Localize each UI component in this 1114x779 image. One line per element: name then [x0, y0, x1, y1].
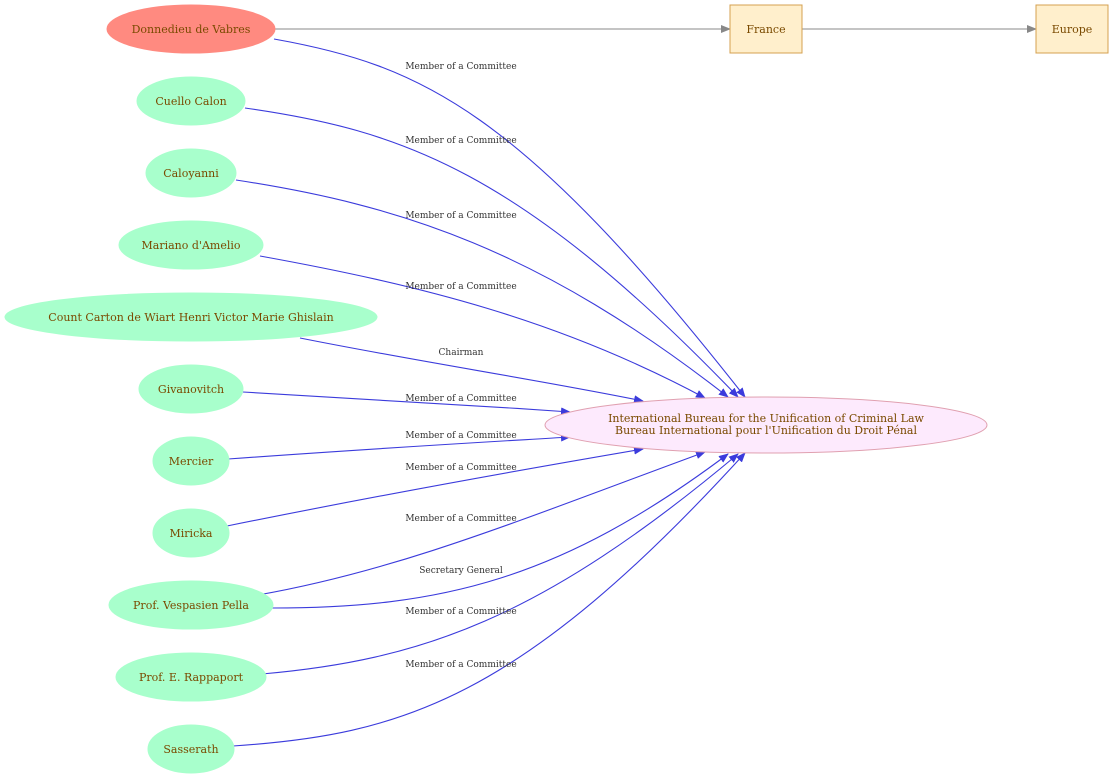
- edge-rappaport-bureau: [261, 453, 739, 675]
- node-miricka[interactable]: Miricka: [152, 508, 230, 558]
- node-sasserath[interactable]: Sasserath: [147, 724, 235, 774]
- node-rappaport[interactable]: Prof. E. Rappaport: [115, 652, 267, 702]
- node-label: Caloyanni: [163, 167, 219, 180]
- edge-label-mercier: Member of a Committee: [405, 431, 516, 441]
- node-label-line1: International Bureau for the Unification…: [608, 412, 924, 425]
- edge-label-rappaport: Member of a Committee: [405, 607, 516, 617]
- node-label: Mercier: [169, 455, 214, 468]
- node-mercier[interactable]: Mercier: [152, 436, 230, 486]
- edges: [226, 25, 1037, 747]
- edge-label-carton: Chairman: [439, 348, 484, 358]
- node-shape: [115, 652, 267, 702]
- edge-label-miricka: Member of a Committee: [405, 463, 516, 473]
- node-europe[interactable]: Europe: [1035, 4, 1109, 54]
- edge-givanovitch-bureau: [242, 391, 571, 416]
- node-shape: [136, 76, 246, 126]
- edge-label-cuello: Member of a Committee: [405, 136, 516, 146]
- node-givanovitch[interactable]: Givanovitch: [138, 364, 244, 414]
- edge-mercier-bureau: [227, 433, 571, 460]
- node-shape: [4, 292, 378, 342]
- node-carton[interactable]: Count Carton de Wiart Henri Victor Marie…: [4, 292, 378, 342]
- node-label-line2: Bureau International pour l'Unification …: [615, 424, 917, 437]
- node-shape: [152, 436, 230, 486]
- node-pella[interactable]: Prof. Vespasien Pella: [108, 580, 274, 630]
- node-donnedieu[interactable]: Donnedieu de Vabres: [106, 4, 276, 54]
- node-label: Givanovitch: [158, 383, 224, 396]
- edge-label-pella-member: Member of a Committee: [405, 514, 516, 524]
- edge-labels: Member of a Committee Member of a Commit…: [405, 62, 516, 670]
- node-cuello[interactable]: Cuello Calon: [136, 76, 246, 126]
- node-mariano[interactable]: Mariano d'Amelio: [118, 220, 264, 270]
- node-shape: [138, 364, 244, 414]
- edge-caloyanni-bureau: [235, 179, 729, 398]
- node-shape: [544, 396, 988, 454]
- node-shape: [106, 4, 276, 54]
- edge-miricka-bureau: [226, 446, 644, 527]
- node-shape: [1035, 4, 1109, 54]
- node-shape: [152, 508, 230, 558]
- edge-pella-member-bureau: [257, 451, 706, 596]
- edge-label-sasserath: Member of a Committee: [405, 660, 516, 670]
- node-france[interactable]: France: [729, 4, 803, 54]
- edge-label-donnedieu: Member of a Committee: [405, 62, 516, 72]
- edge-label-givanovitch: Member of a Committee: [405, 394, 516, 404]
- node-label: Cuello Calon: [155, 95, 226, 108]
- node-shape: [729, 4, 803, 54]
- edge-pella-secretary-bureau: [271, 453, 729, 609]
- node-shape: [145, 148, 237, 198]
- node-label: Prof. Vespasien Pella: [133, 599, 249, 612]
- node-label: Mariano d'Amelio: [142, 239, 241, 252]
- node-label: Sasserath: [163, 743, 218, 756]
- edge-mariano-bureau: [259, 255, 706, 399]
- edge-label-mariano: Member of a Committee: [405, 282, 516, 292]
- edge-label-pella-secretary: Secretary General: [419, 566, 503, 576]
- node-label: Prof. E. Rappaport: [139, 671, 244, 684]
- node-shape: [108, 580, 274, 630]
- person-nodes: Donnedieu de Vabres Cuello Calon Caloyan…: [4, 4, 378, 774]
- node-bureau[interactable]: International Bureau for the Unification…: [544, 396, 988, 454]
- edge-cuello-bureau: [244, 107, 739, 398]
- node-shape: [118, 220, 264, 270]
- node-shape: [147, 724, 235, 774]
- edge-carton-bureau: [299, 337, 644, 404]
- node-label: Donnedieu de Vabres: [132, 23, 251, 36]
- node-label: Europe: [1052, 23, 1093, 36]
- node-label: France: [746, 23, 785, 36]
- edge-sasserath-bureau: [232, 452, 746, 747]
- node-label: Miricka: [170, 527, 213, 540]
- node-caloyanni[interactable]: Caloyanni: [145, 148, 237, 198]
- edge-donnedieu-bureau: [273, 38, 746, 398]
- node-label: Count Carton de Wiart Henri Victor Marie…: [48, 311, 333, 324]
- edge-label-caloyanni: Member of a Committee: [405, 211, 516, 221]
